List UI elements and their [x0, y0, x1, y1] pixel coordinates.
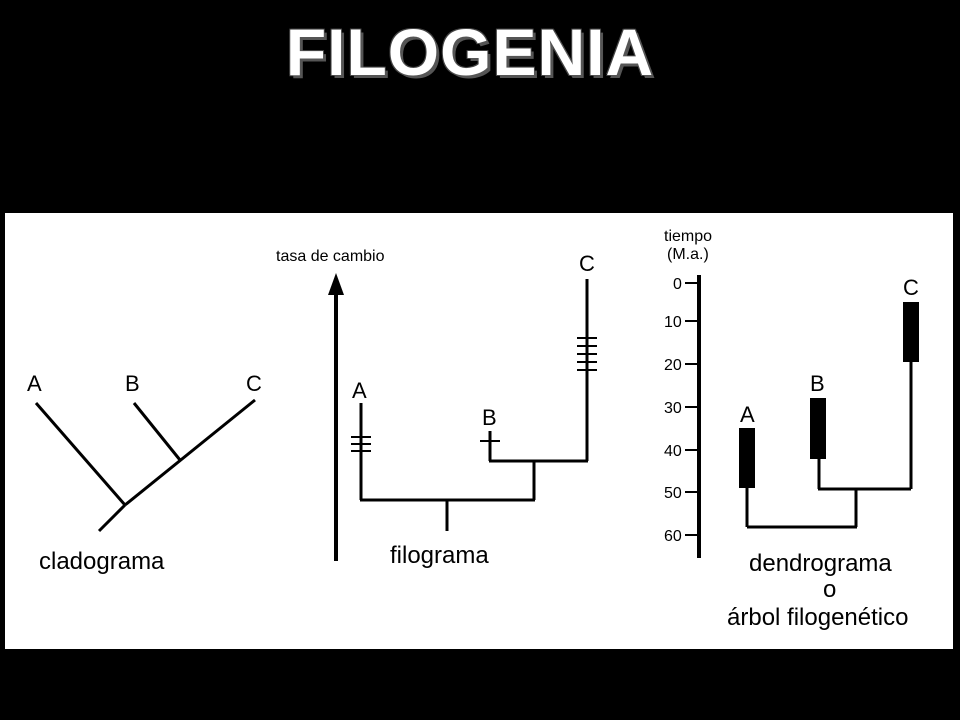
dendrogram-tick-40: 40 [664, 443, 682, 460]
cladogram-label-c: C [246, 371, 262, 396]
slide-title: FILOGENIA [285, 15, 655, 89]
dendrogram-axis-label-2: (M.a.) [667, 246, 709, 263]
dendrogram-label-a: A [740, 402, 755, 427]
cladogram-branch-b [132, 402, 182, 461]
dendrogram-range-c [903, 302, 919, 362]
phylogeny-diagrams: A B C cladograma tasa de cambio [27, 228, 919, 631]
dendrogram-label-c: C [903, 275, 919, 300]
dendrogram-ticks [685, 282, 699, 536]
dendrogram-tick-10: 10 [664, 314, 682, 331]
dendrogram-caption-1: dendrograma [749, 550, 892, 577]
dendrogram-range-a [739, 428, 755, 488]
phylogram-axis [328, 273, 344, 561]
dendrogram-tick-60: 60 [664, 528, 682, 545]
phylogram-caption: filograma [390, 542, 489, 569]
cladogram [34, 398, 256, 533]
dendrogram-caption-2: o [823, 576, 836, 603]
cladogram-branch-a [34, 402, 127, 506]
dendrogram-tick-0: 0 [673, 276, 682, 293]
dendrogram-tick-30: 30 [664, 400, 682, 417]
diagram-panel: A B C cladograma tasa de cambio [5, 213, 953, 649]
dendrogram-tick-20: 20 [664, 357, 682, 374]
phylogram-label-b: B [482, 405, 497, 430]
phylogram-axis-label: tasa de cambio [276, 248, 385, 265]
cladogram-label-a: A [27, 371, 42, 396]
cladogram-branch-bc [124, 398, 256, 507]
phylogram-change-marks [351, 337, 597, 452]
arrow-up-icon [328, 273, 344, 295]
dendrogram-label-b: B [810, 371, 825, 396]
phylogram-label-c: C [579, 251, 595, 276]
dendrogram-caption-3: árbol filogenético [727, 604, 908, 631]
dendrogram-range-b [810, 398, 826, 459]
cladogram-caption: cladograma [39, 548, 165, 575]
cladogram-root-branch [97, 503, 127, 533]
dendrogram-tick-50: 50 [664, 485, 682, 502]
phylogram [359, 279, 589, 531]
dendrogram-axis-label-1: tiempo [664, 228, 712, 245]
phylogram-label-a: A [352, 378, 367, 403]
cladogram-label-b: B [125, 371, 140, 396]
dendrogram-tree [745, 362, 913, 529]
